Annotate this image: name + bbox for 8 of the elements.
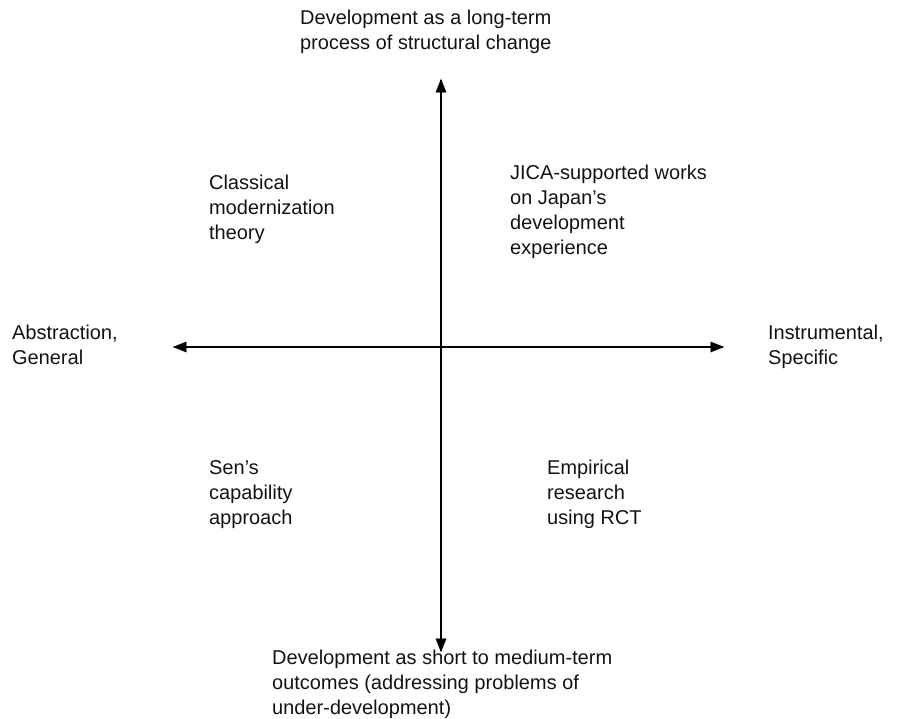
quadrant-label: Sen’s capability approach xyxy=(209,456,294,531)
axis-label: Development as a long-term process of structural change xyxy=(300,6,552,56)
axis-label: Development as short to medium-term outcomes (addressing problems of under-development) xyxy=(272,646,614,719)
axis-label: Instrumental, Specific xyxy=(768,321,885,371)
quadrant-label: Empirical research using RCT xyxy=(547,456,642,531)
quadrant-label: Classical modernization theory xyxy=(209,171,336,246)
quadrant-label: JICA-supported works on Japan’s development experience xyxy=(510,161,708,261)
axis-label: Abstraction, General xyxy=(12,321,119,371)
